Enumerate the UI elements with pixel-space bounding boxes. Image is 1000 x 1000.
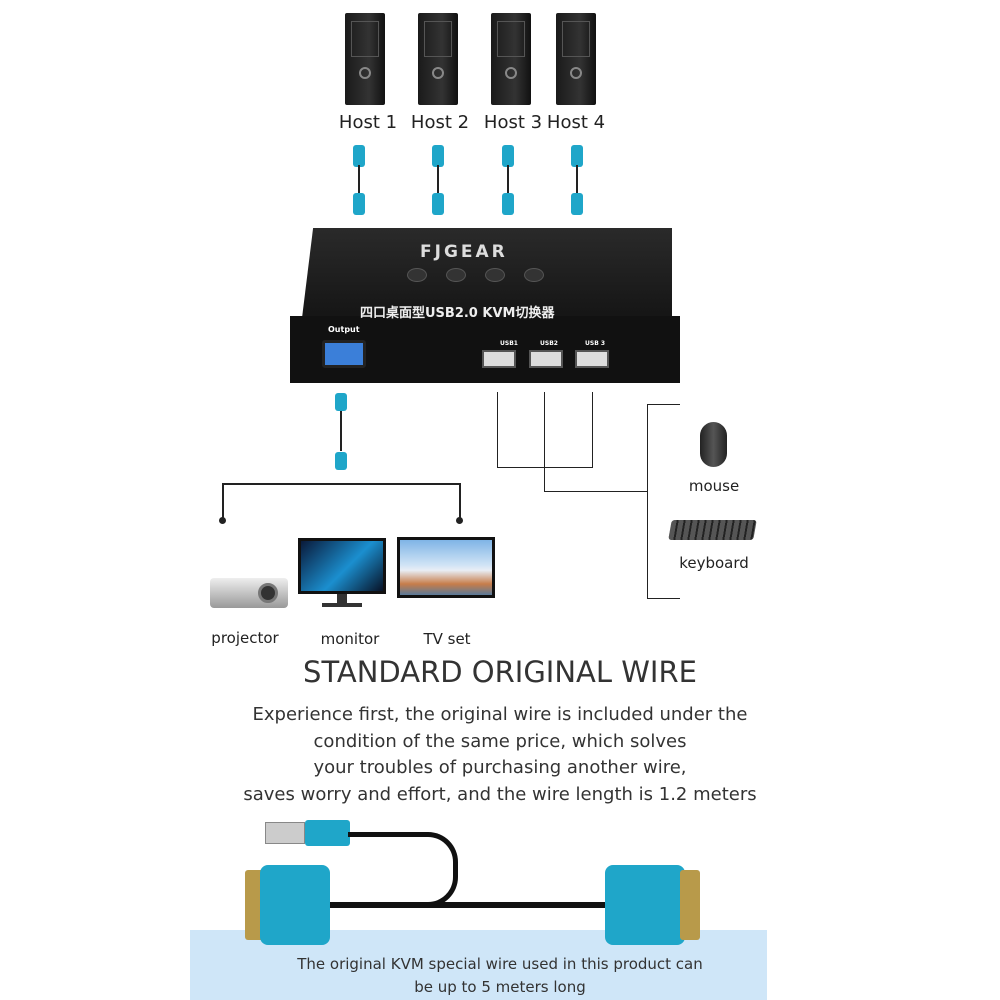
host-computer-icon [556, 13, 596, 105]
display-label: projector [211, 629, 279, 647]
connector-line [647, 404, 680, 405]
connector-dot [456, 517, 463, 524]
output-label: Output [328, 325, 360, 334]
display-label: monitor [320, 630, 380, 648]
connector-line [497, 467, 593, 468]
connector-line [459, 483, 461, 520]
host-select-button-4[interactable] [524, 268, 544, 282]
vga-cable-icon [335, 393, 349, 470]
vga-port [322, 340, 366, 368]
connector-dot [219, 517, 226, 524]
display-label: TV set [423, 630, 471, 648]
keyboard-icon [668, 520, 757, 540]
host-computer-icon [345, 13, 385, 105]
connector-line [222, 483, 461, 485]
host-select-button-1[interactable] [407, 268, 427, 282]
connector-line [647, 404, 648, 599]
host-select-button-2[interactable] [446, 268, 466, 282]
connector-line [544, 491, 648, 492]
host-computer-icon [491, 13, 531, 105]
brand-logo: FJGEAR [420, 242, 508, 262]
connector-line [647, 598, 680, 599]
kvm-wire-image [240, 820, 720, 950]
mouse-icon [700, 422, 727, 467]
model-label: 四口桌面型USB2.0 KVM切换器 [360, 306, 555, 321]
projector-icon [210, 578, 288, 608]
usb-port [529, 350, 563, 368]
usb-port-label: USB2 [540, 340, 558, 347]
section-heading: STANDARD ORIGINAL WIRE [303, 655, 697, 689]
host-label: Host 2 [410, 112, 470, 133]
usb-port-label: USB 3 [585, 340, 606, 347]
kvm-cable-icon [353, 145, 367, 215]
description-line: Experience first, the original wire is i… [252, 704, 748, 725]
connector-line [497, 392, 498, 468]
host-label: Host 3 [483, 112, 543, 133]
connector-line [544, 392, 545, 492]
connector-line [222, 483, 224, 520]
usb-port [482, 350, 516, 368]
usb-port-label: USB1 [500, 340, 518, 347]
kvm-cable-icon [502, 145, 516, 215]
description-line: condition of the same price, which solve… [313, 731, 687, 752]
footer-line: The original KVM special wire used in th… [297, 955, 703, 973]
monitor-icon [298, 538, 386, 594]
host-select-button-3[interactable] [485, 268, 505, 282]
peripheral-label: keyboard [679, 554, 749, 572]
usb-port [575, 350, 609, 368]
description-line: saves worry and effort, and the wire len… [243, 784, 757, 805]
footer-line: be up to 5 meters long [414, 978, 586, 996]
kvm-cable-icon [432, 145, 446, 215]
host-computer-icon [418, 13, 458, 105]
host-label: Host 1 [338, 112, 398, 133]
kvm-switch: FJGEAR 四口桌面型USB2.0 KVM切换器 Output [290, 228, 680, 383]
tv-icon [397, 537, 495, 598]
description-line: your troubles of purchasing another wire… [313, 757, 687, 778]
host-label: Host 4 [546, 112, 606, 133]
connector-line [592, 392, 593, 468]
peripheral-label: mouse [688, 477, 740, 495]
kvm-cable-icon [571, 145, 585, 215]
